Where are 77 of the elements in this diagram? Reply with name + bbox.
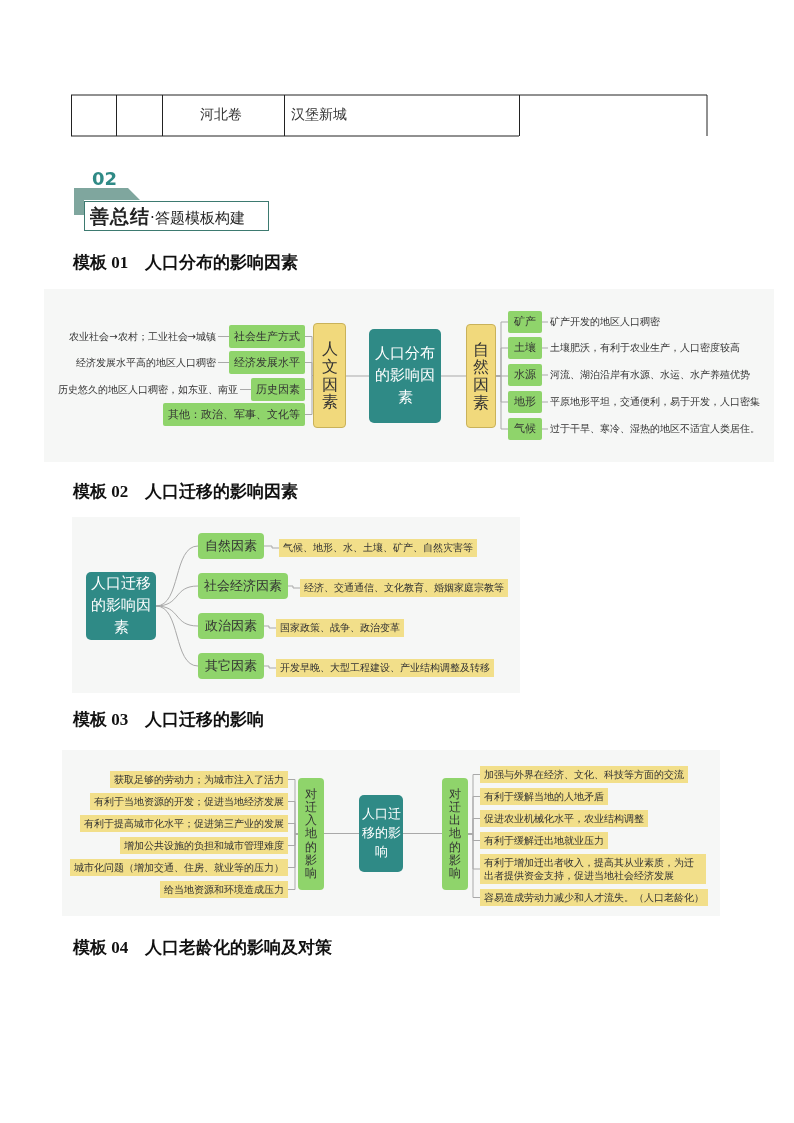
category-label: 对迁出地的影响 <box>449 787 461 881</box>
connector-line <box>323 833 360 834</box>
detail-box: 有利于提高城市化水平；促进第三产业的发展 <box>80 815 288 832</box>
detail-box: 有利于缓解当地的人地矛盾 <box>480 788 608 805</box>
detail-box: 给当地资源和环境造成压力 <box>160 881 288 898</box>
connector-line <box>541 321 549 323</box>
topic-box: 人口迁移的影响因素 <box>86 572 156 640</box>
factor-box: 社会生产方式 <box>229 325 305 348</box>
detail-box: 加强与外界在经济、文化、科技等方面的交流 <box>480 766 688 783</box>
detail-box: 国家政策、战争、政治变革 <box>276 619 404 637</box>
table-cell: 河北卷 <box>200 106 242 124</box>
factor-box: 其他：政治、军事、文化等 <box>163 403 305 426</box>
detail-box: 获取足够的劳动力；为城市注入了活力 <box>110 771 288 788</box>
detail-box: 气候、地形、水、土壤、矿产、自然灾害等 <box>279 539 477 557</box>
branch-text: 土壤肥沃，有利于农业生产，人口密度较高 <box>548 337 742 359</box>
connector-line <box>263 665 277 669</box>
template-heading: 模板 04 人口老龄化的影响及对策 <box>73 937 333 959</box>
connector-line <box>239 389 252 390</box>
category-box <box>466 324 496 428</box>
factor-box: 水源 <box>508 364 542 386</box>
template-heading: 模板 01 人口分布的影响因素 <box>73 252 299 274</box>
connector-line <box>541 428 549 430</box>
factor-box: 矿产 <box>508 311 542 333</box>
section-title: 善总结·答题模板构建 <box>90 204 245 229</box>
connector-line <box>287 585 301 589</box>
template-heading: 模板 02 人口迁移的影响因素 <box>73 481 299 503</box>
branch-text: 河流、湖泊沿岸有水源、水运、水产养殖优势 <box>548 364 752 386</box>
branch-text: 农业社会→农村；工业社会→城镇 <box>67 326 218 348</box>
factor-box: 社会经济因素 <box>198 573 288 599</box>
connector-line <box>263 625 277 629</box>
connector-line <box>304 362 314 376</box>
branch-text: 平原地形平坦，交通便利，易于开发，人口密集 <box>548 391 762 413</box>
category-label: 对迁入地的影响 <box>305 787 317 881</box>
branch-text: 历史悠久的地区人口稠密，如东亚、南亚 <box>56 379 240 401</box>
detail-box: 城市化问题（增加交通、住房、就业等的压力） <box>70 859 288 876</box>
connector-line <box>304 375 314 415</box>
branch-text: 矿产开发的地区人口稠密 <box>548 311 662 333</box>
category-box <box>298 778 324 890</box>
detail-box: 有利于缓解迁出地就业压力 <box>480 832 608 849</box>
detail-box: 容易造成劳动力减少和人才流失。（人口老龄化） <box>480 889 708 906</box>
factor-box: 历史因素 <box>251 378 305 401</box>
factor-box: 政治因素 <box>198 613 264 639</box>
factor-box: 自然因素 <box>198 533 264 559</box>
topic-box: 人口分布的影响因素 <box>369 329 441 423</box>
branch-text: 过于干旱、寒冷、湿热的地区不适宜人类居住。 <box>548 418 762 440</box>
detail-box: 经济、交通通信、文化教育、婚姻家庭宗教等 <box>300 579 508 597</box>
connector-line <box>345 375 370 377</box>
connector-line <box>217 362 230 363</box>
detail-box: 有利于当地资源的开发；促进当地经济发展 <box>90 793 288 810</box>
connector-line <box>287 833 299 890</box>
connector-line <box>541 401 549 403</box>
connector-line <box>402 833 443 834</box>
detail-box: 促进农业机械化水平，农业结构调整 <box>480 810 648 827</box>
category-label: 自然因素 <box>473 340 489 412</box>
category-box <box>442 778 468 890</box>
topic-box: 人口迁移的影响 <box>359 795 403 872</box>
factor-box: 经济发展水平 <box>229 351 305 374</box>
category-box <box>313 323 346 428</box>
detail-box: 开发早晚、大型工程建设、产业结构调整及转移 <box>276 659 494 677</box>
connector-line <box>541 347 549 349</box>
connector-line <box>541 374 549 376</box>
factor-box: 土壤 <box>508 337 542 359</box>
factor-box: 地形 <box>508 391 542 413</box>
detail-box: 增加公共设施的负担和城市管理难度 <box>120 837 288 854</box>
category-label: 人文因素 <box>321 340 338 411</box>
table-cell: 汉堡新城 <box>291 106 347 124</box>
detail-box: 有利于增加迁出者收入，提高其从业素质，为迁出者提供资金支持，促进当地社会经济发展 <box>480 854 706 884</box>
section-number: 02 <box>92 168 118 189</box>
connector-line <box>287 823 299 835</box>
connector-line <box>440 375 467 377</box>
connector-line <box>217 336 230 337</box>
connector-line <box>155 605 199 667</box>
factor-box: 其它因素 <box>198 653 264 679</box>
factor-box: 气候 <box>508 418 542 440</box>
branch-text: 经济发展水平高的地区人口稠密 <box>74 352 218 374</box>
template-heading: 模板 03 人口迁移的影响 <box>73 709 265 731</box>
connector-line <box>263 545 280 549</box>
